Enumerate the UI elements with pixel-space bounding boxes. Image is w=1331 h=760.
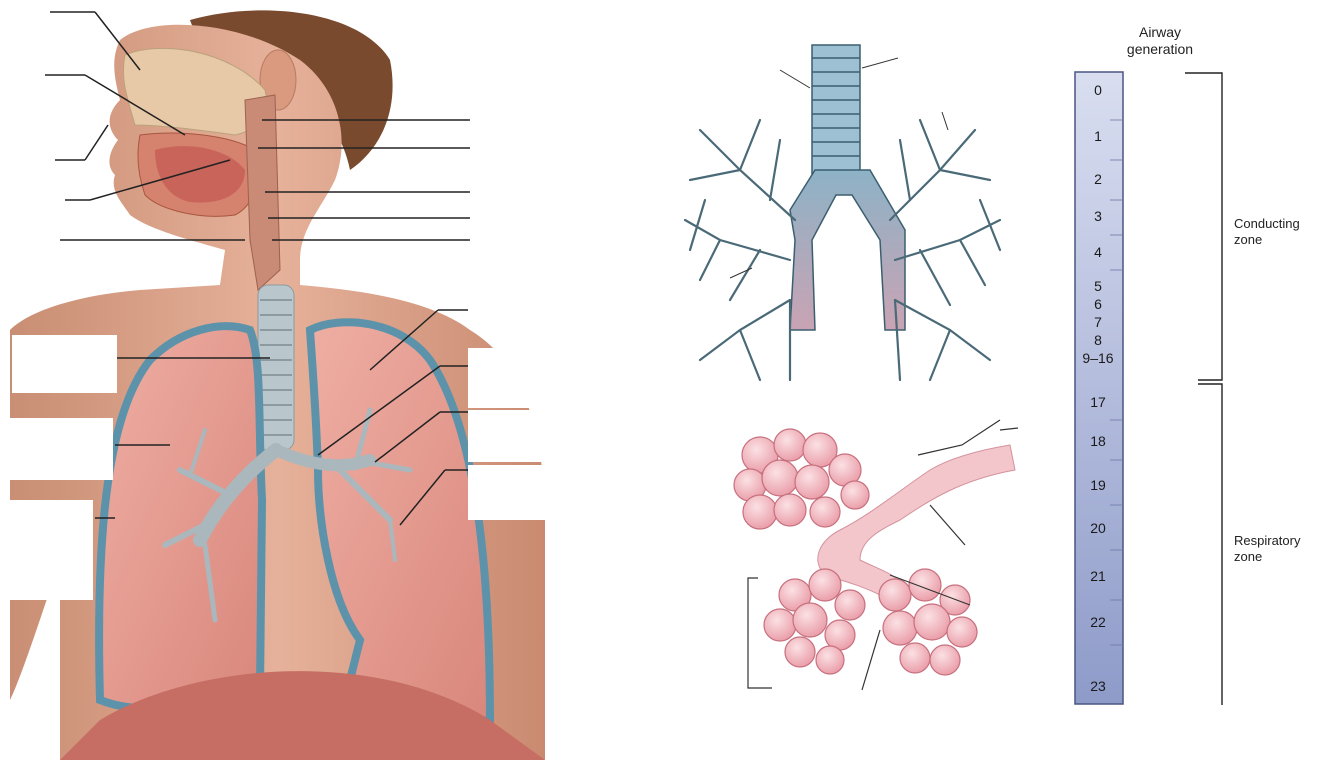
alveolar-sac-1 [734, 429, 869, 529]
generation-17: 17 [1075, 394, 1121, 410]
generation-1: 1 [1075, 128, 1121, 144]
generation-18: 18 [1075, 433, 1121, 449]
conducting-zone-label: Conducting zone [1234, 216, 1300, 248]
generation-6: 6 [1075, 296, 1121, 312]
generation-5: 5 [1075, 278, 1121, 294]
airway-tree-illustration [685, 45, 1000, 380]
generation-9-16: 9–16 [1075, 350, 1121, 366]
generation-0: 0 [1075, 82, 1121, 98]
label-box-left-3 [8, 500, 93, 600]
label-box-right-2 [468, 410, 560, 462]
label-box-right-1 [468, 348, 560, 408]
label-box-right-3 [468, 465, 560, 520]
generation-4: 4 [1075, 244, 1121, 260]
label-box-left-1 [12, 335, 117, 393]
generation-21: 21 [1075, 568, 1121, 584]
alveoli-illustration [734, 420, 1018, 690]
generation-20: 20 [1075, 520, 1121, 536]
label-box-left-2 [8, 418, 113, 480]
generation-19: 19 [1075, 477, 1121, 493]
alveolar-sac-2 [764, 569, 865, 674]
alveolar-sac-3 [879, 569, 977, 675]
respiratory-zone-label: Respiratory zone [1234, 533, 1300, 565]
generation-2: 2 [1075, 171, 1121, 187]
torso-illustration [8, 10, 560, 760]
ruler-bar [1075, 72, 1123, 704]
generation-ruler [1075, 72, 1222, 705]
trachea-rings [812, 45, 860, 175]
generation-7: 7 [1075, 314, 1121, 330]
airway-generation-header: Airway generation [1100, 24, 1220, 58]
generation-23: 23 [1075, 678, 1121, 694]
main-bronchi [790, 170, 905, 330]
generation-3: 3 [1075, 208, 1121, 224]
zone-brackets [1185, 73, 1222, 705]
generation-22: 22 [1075, 614, 1121, 630]
generation-8: 8 [1075, 332, 1121, 348]
